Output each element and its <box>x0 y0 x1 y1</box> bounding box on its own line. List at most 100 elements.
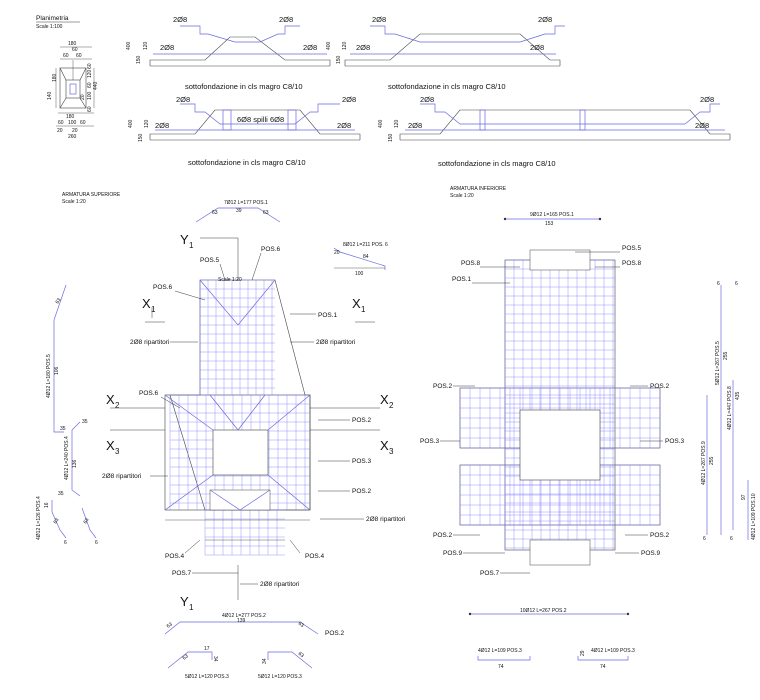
armatura-inferiore: ARMATURA INFERIORE Scale 1:20 9Ø12 L=165… <box>420 186 757 670</box>
svg-text:2Ø8: 2Ø8 <box>538 15 552 24</box>
svg-text:35: 35 <box>60 426 66 432</box>
svg-text:120: 120 <box>144 119 150 128</box>
svg-text:2Ø8 ripartitori: 2Ø8 ripartitori <box>130 339 169 346</box>
section-a: 2Ø8 2Ø8 2Ø8 2Ø8 400 150 120 sottofondazi… <box>126 15 331 91</box>
svg-text:150: 150 <box>136 55 142 64</box>
svg-text:6: 6 <box>95 540 98 546</box>
svg-text:140: 140 <box>47 91 53 100</box>
sup-x2-left: X <box>106 392 115 407</box>
svg-text:5Ø12 L=120 POS.3: 5Ø12 L=120 POS.3 <box>258 674 302 680</box>
sup-grid-top <box>199 279 275 395</box>
plan-bottom-dims: 180 60 100 60 20 20 260 <box>56 112 94 140</box>
section-d-caption: sottofondazione in cls magro C8/10 <box>438 159 556 168</box>
svg-text:POS.3: POS.3 <box>420 438 440 445</box>
svg-text:2Ø8: 2Ø8 <box>173 15 187 24</box>
svg-text:2Ø8: 2Ø8 <box>530 43 544 52</box>
svg-text:2Ø8: 2Ø8 <box>337 121 351 130</box>
svg-text:POS.6: POS.6 <box>139 390 159 397</box>
svg-text:3: 3 <box>389 447 394 456</box>
svg-text:74: 74 <box>498 664 504 670</box>
svg-text:400: 400 <box>126 41 132 50</box>
svg-text:POS.9: POS.9 <box>443 550 463 557</box>
sup-title: ARMATURA SUPERIORE <box>62 192 121 198</box>
svg-text:POS.1: POS.1 <box>452 276 472 283</box>
svg-text:16: 16 <box>44 502 50 508</box>
svg-text:60: 60 <box>63 53 69 59</box>
planimetria-scale: Scale 1:100 <box>36 24 63 30</box>
svg-text:60: 60 <box>80 120 86 126</box>
svg-text:POS.8: POS.8 <box>461 260 481 267</box>
plan-left-dims: 140 180 <box>47 73 58 100</box>
svg-text:6Ø8 spilli: 6Ø8 spilli <box>237 115 268 124</box>
svg-text:2: 2 <box>389 401 394 410</box>
section-b: 2Ø8 2Ø8 2Ø8 2Ø8 400 150 120 sottofondazi… <box>326 15 565 91</box>
armatura-superiore: ARMATURA SUPERIORE Scale 1:20 7Ø12 L=177… <box>36 192 405 680</box>
svg-text:POS.5: POS.5 <box>622 245 642 252</box>
svg-text:400: 400 <box>378 119 384 128</box>
svg-text:435: 435 <box>735 391 741 400</box>
svg-text:2: 2 <box>115 401 120 410</box>
svg-text:63: 63 <box>53 517 61 525</box>
svg-text:120: 120 <box>394 119 400 128</box>
svg-text:POS.9: POS.9 <box>641 550 661 557</box>
inf-plan <box>459 249 661 566</box>
svg-text:63: 63 <box>297 621 305 629</box>
svg-text:1: 1 <box>189 603 194 612</box>
svg-text:POS.2: POS.2 <box>650 532 670 539</box>
svg-text:63: 63 <box>182 653 190 661</box>
svg-text:2Ø8: 2Ø8 <box>342 95 356 104</box>
svg-text:2Ø8 ripartitori: 2Ø8 ripartitori <box>260 581 299 588</box>
svg-text:34: 34 <box>262 658 268 664</box>
svg-text:7Ø12 L=177 POS.1: 7Ø12 L=177 POS.1 <box>224 200 268 206</box>
svg-text:20: 20 <box>334 250 340 256</box>
svg-text:POS.2: POS.2 <box>433 532 453 539</box>
svg-text:POS.2: POS.2 <box>433 383 453 390</box>
section-c-caption: sottofondazione in cls magro C8/10 <box>188 158 306 167</box>
svg-text:POS.4: POS.4 <box>305 553 325 560</box>
svg-text:4Ø12 L=180 POS.5: 4Ø12 L=180 POS.5 <box>46 354 52 398</box>
svg-text:2Ø8: 2Ø8 <box>695 121 709 130</box>
svg-text:60: 60 <box>72 47 78 53</box>
svg-text:2Ø8: 2Ø8 <box>420 95 434 104</box>
svg-text:2Ø8: 2Ø8 <box>408 121 422 130</box>
svg-text:120: 120 <box>87 69 93 78</box>
svg-text:4Ø12 L=126 POS.4: 4Ø12 L=126 POS.4 <box>36 496 42 540</box>
svg-text:100: 100 <box>68 120 77 126</box>
sup-axes <box>110 237 380 600</box>
svg-text:150: 150 <box>388 133 394 142</box>
svg-text:POS.5: POS.5 <box>200 257 220 264</box>
svg-text:39: 39 <box>236 208 242 214</box>
svg-text:35: 35 <box>58 491 64 497</box>
inf-labels: POS.5 POS.8 POS.8 POS.1 POS.2 POS.2 POS.… <box>420 245 685 577</box>
svg-text:97: 97 <box>741 494 747 500</box>
svg-text:180: 180 <box>66 114 75 120</box>
svg-text:440: 440 <box>93 81 99 90</box>
svg-text:2Ø8 ripartitori: 2Ø8 ripartitori <box>316 339 355 346</box>
svg-text:2Ø8: 2Ø8 <box>372 15 386 24</box>
svg-text:4Ø12 L=109 POS.3: 4Ø12 L=109 POS.3 <box>591 648 635 654</box>
sup-plan: Scale 1:20 <box>164 277 311 556</box>
inf-scale: Scale 1:20 <box>450 193 474 199</box>
svg-text:2Ø8: 2Ø8 <box>176 95 190 104</box>
svg-text:63: 63 <box>83 517 91 525</box>
svg-text:6: 6 <box>730 536 733 542</box>
svg-text:POS.2: POS.2 <box>650 383 670 390</box>
svg-text:74: 74 <box>600 664 606 670</box>
svg-text:1: 1 <box>361 305 366 314</box>
sup-scale: Scale 1:20 <box>62 199 86 205</box>
svg-text:1: 1 <box>151 305 156 314</box>
svg-text:63: 63 <box>55 297 63 305</box>
svg-text:150: 150 <box>336 55 342 64</box>
svg-text:9Ø12 L=165 POS.1: 9Ø12 L=165 POS.1 <box>530 212 574 218</box>
svg-text:4Ø12 L=447 POS.8: 4Ø12 L=447 POS.8 <box>727 386 733 430</box>
sup-pos6-bar: 8Ø12 L=211 POS. 6 20 84 100 <box>333 242 388 277</box>
svg-text:POS.7: POS.7 <box>172 570 192 577</box>
svg-text:6: 6 <box>735 281 738 287</box>
svg-text:POS.1: POS.1 <box>318 312 338 319</box>
svg-text:4Ø12 L=240 POS.4: 4Ø12 L=240 POS.4 <box>64 436 70 480</box>
sup-grid-mid <box>169 394 310 510</box>
svg-text:1: 1 <box>189 241 194 250</box>
svg-text:2Ø8 ripartitori: 2Ø8 ripartitori <box>366 516 405 523</box>
svg-text:POS.4: POS.4 <box>165 553 185 560</box>
